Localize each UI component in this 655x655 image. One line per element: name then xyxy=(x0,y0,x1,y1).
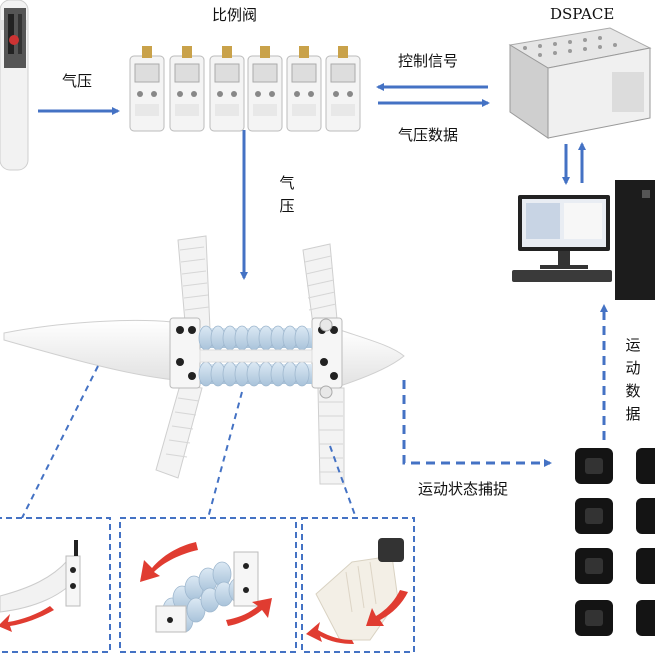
robot-tail xyxy=(3,320,177,381)
motion-camera-icon xyxy=(636,498,655,534)
detail-box-body xyxy=(119,517,297,653)
pressure-data-label: 气压数据 xyxy=(398,126,459,144)
proportional-valve-icon xyxy=(325,46,361,132)
motion-camera-icon xyxy=(575,548,613,584)
arrow-robot-to-capture xyxy=(402,380,552,467)
air-pressure-vertical-label: 气 压 xyxy=(279,174,295,215)
proportional-valve-icon xyxy=(129,46,165,132)
motion-camera-icon xyxy=(575,498,613,534)
soft-robot xyxy=(3,235,405,485)
detail-box-leg xyxy=(301,517,415,653)
red-motion-arrow xyxy=(226,598,272,626)
motion-data-vertical-label: 运 动 数 据 xyxy=(625,336,641,423)
connector-tail-detail xyxy=(21,365,99,519)
proportional-valve-icon xyxy=(286,46,322,132)
robot-actuator-upper xyxy=(198,325,312,351)
air-pressure-label: 气压 xyxy=(62,72,93,90)
red-motion-arrow xyxy=(140,542,198,582)
connector-leg-detail xyxy=(329,445,357,519)
proportional-valve-icon xyxy=(209,46,245,132)
proportional-valve-icon xyxy=(169,46,205,132)
detail-box-tail xyxy=(0,517,111,653)
proportional-valve-group xyxy=(129,46,361,132)
dspace-title: DSPACE xyxy=(550,5,615,23)
red-motion-arrow xyxy=(0,606,54,632)
motion-camera-icon xyxy=(636,448,655,484)
motion-camera-group xyxy=(575,448,655,636)
robot-head xyxy=(339,329,405,387)
red-motion-arrow xyxy=(306,622,354,644)
desktop-computer-icon xyxy=(512,180,655,300)
motion-camera-icon xyxy=(636,600,655,636)
air-compressor-icon xyxy=(0,0,29,171)
red-motion-arrow xyxy=(366,590,408,626)
motion-camera-icon xyxy=(636,548,655,584)
control-signal-label: 控制信号 xyxy=(398,52,459,70)
robot-actuator-lower xyxy=(198,361,312,387)
connector-body-detail xyxy=(207,391,243,519)
proportional-valve-icon xyxy=(247,46,283,132)
motion-camera-icon xyxy=(575,448,613,484)
robot-leg-back-right xyxy=(317,387,345,485)
robot-leg-back-left xyxy=(155,384,203,479)
motion-capture-label: 运动状态捕捉 xyxy=(418,480,509,498)
motion-camera-icon xyxy=(575,600,613,636)
valve-title: 比例阀 xyxy=(212,6,258,24)
dspace-box-icon xyxy=(508,27,652,139)
